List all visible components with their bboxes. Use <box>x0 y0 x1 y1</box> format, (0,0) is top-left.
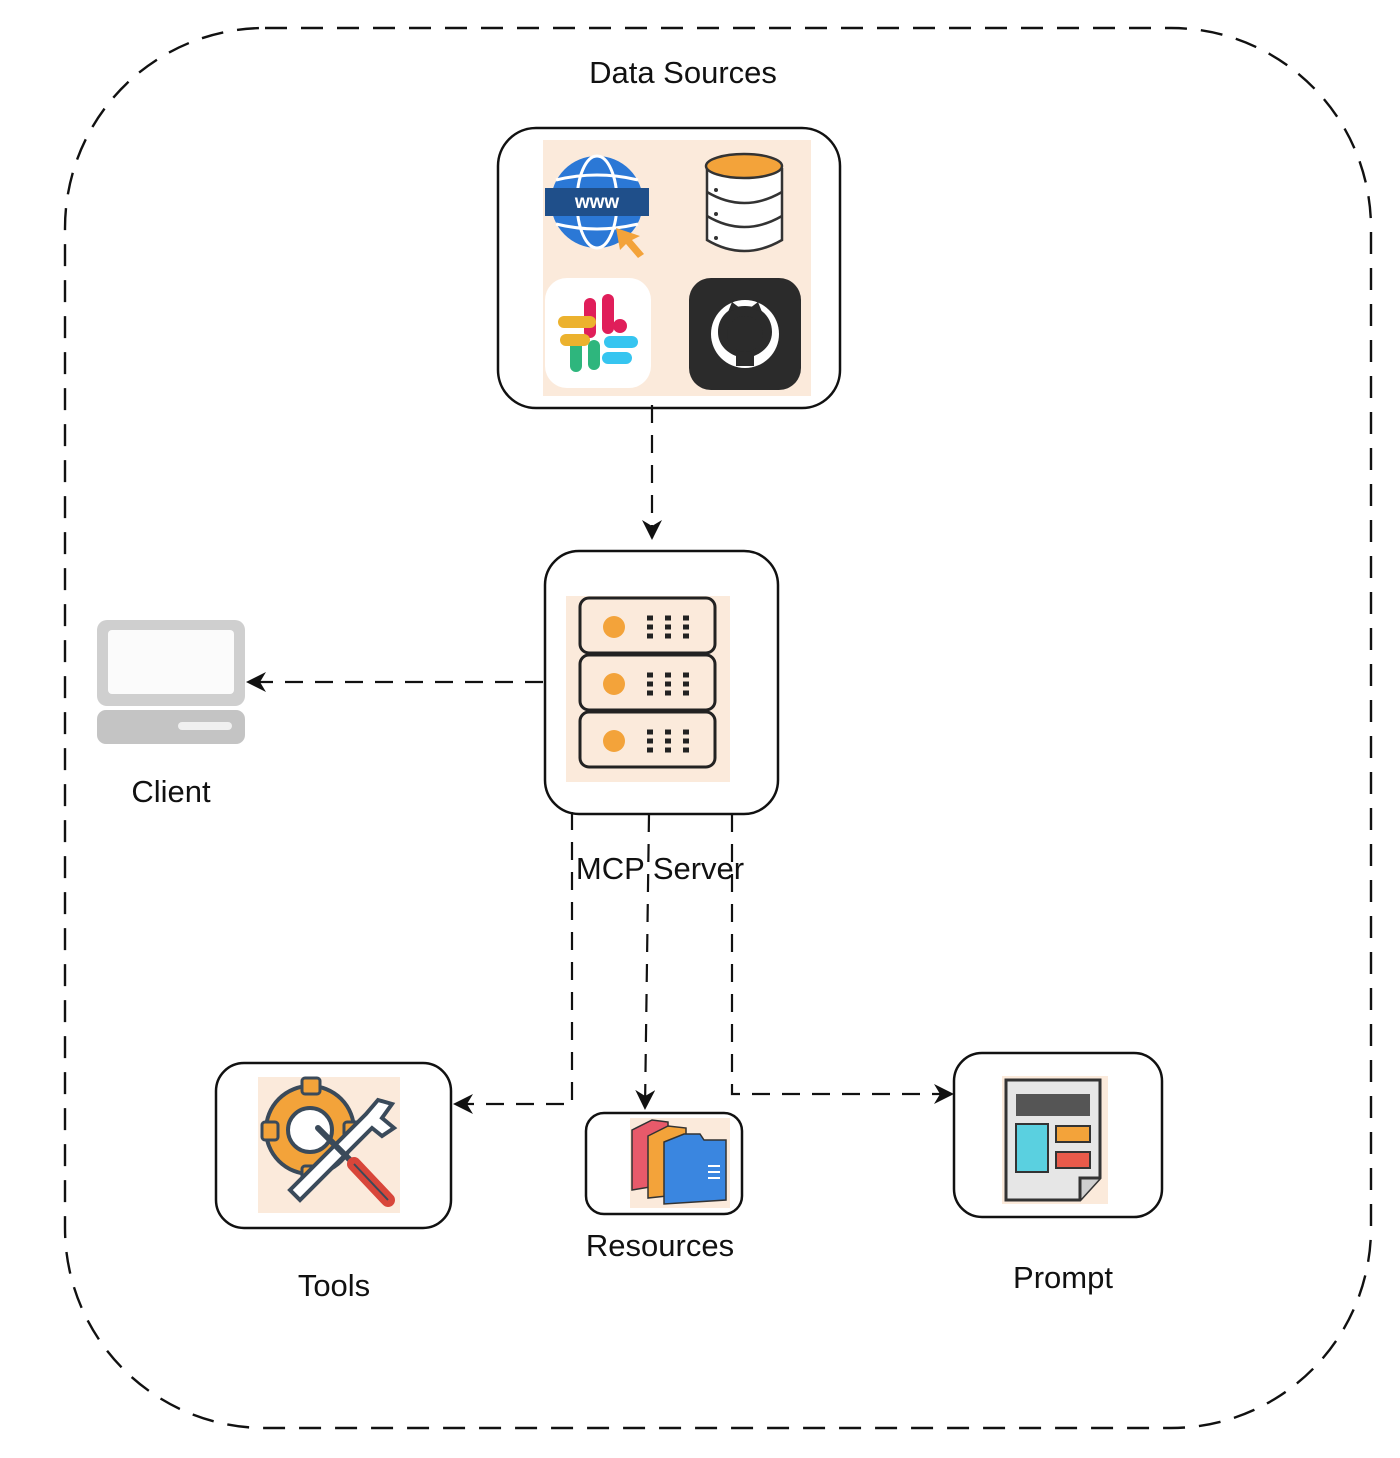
vent-dot <box>647 729 653 735</box>
prompt-label: Prompt <box>1013 1260 1113 1295</box>
mcp-server-node[interactable] <box>543 549 780 816</box>
slack-icon <box>545 278 651 388</box>
folders-icon <box>631 1119 727 1205</box>
server-status-lights <box>603 616 625 752</box>
vent-dot <box>665 690 671 696</box>
vent-dot <box>683 729 689 735</box>
vent-dot <box>665 624 671 630</box>
svg-text:www: www <box>574 192 620 213</box>
vent-dot <box>665 633 671 639</box>
vent-dot <box>665 747 671 753</box>
vent-dot <box>647 615 653 621</box>
edge-mcp-to-resources <box>635 813 656 1110</box>
prompt-node[interactable] <box>952 1051 1164 1219</box>
vent-dot <box>683 633 689 639</box>
mcp-server-label: MCP Server <box>575 851 745 886</box>
edge-mcp-to-tools <box>453 812 574 1114</box>
vent-dot <box>647 672 653 678</box>
github-icon <box>689 278 801 390</box>
resources-node[interactable] <box>584 1111 744 1216</box>
vent-dot <box>647 681 653 687</box>
vent-dot <box>647 624 653 630</box>
vent-dot <box>683 672 689 678</box>
www-globe-icon: www <box>545 154 649 258</box>
vent-dot <box>665 729 671 735</box>
gear-wrench-screwdriver-icon <box>260 1076 398 1207</box>
vent-dot <box>647 747 653 753</box>
vent-dot <box>683 747 689 753</box>
client-node[interactable] <box>97 620 245 744</box>
data-sources-node[interactable]: www <box>496 126 842 410</box>
vent-dot <box>665 672 671 678</box>
laptop-icon <box>97 620 245 744</box>
database-icon <box>704 152 784 253</box>
vent-dot <box>683 690 689 696</box>
vent-dot <box>647 738 653 744</box>
vent-dot <box>683 681 689 687</box>
document-layout-icon <box>1004 1078 1102 1202</box>
vent-dot <box>683 738 689 744</box>
vent-dot <box>683 615 689 621</box>
resources-label: Resources <box>585 1228 735 1263</box>
vent-dot <box>647 690 653 696</box>
connector-edges <box>246 405 954 1114</box>
vent-dot <box>665 681 671 687</box>
vent-dot <box>665 738 671 744</box>
vent-dot <box>665 615 671 621</box>
vent-dot <box>683 624 689 630</box>
client-label: Client <box>131 774 211 809</box>
edge-mcp-to-prompt <box>730 814 954 1104</box>
server-vent-dots <box>647 615 689 753</box>
tools-node[interactable] <box>214 1061 453 1230</box>
vent-dot <box>647 633 653 639</box>
tools-label: Tools <box>297 1268 371 1303</box>
outer-boundary <box>63 26 1373 1430</box>
group-title-data-sources: Data Sources <box>589 55 777 90</box>
